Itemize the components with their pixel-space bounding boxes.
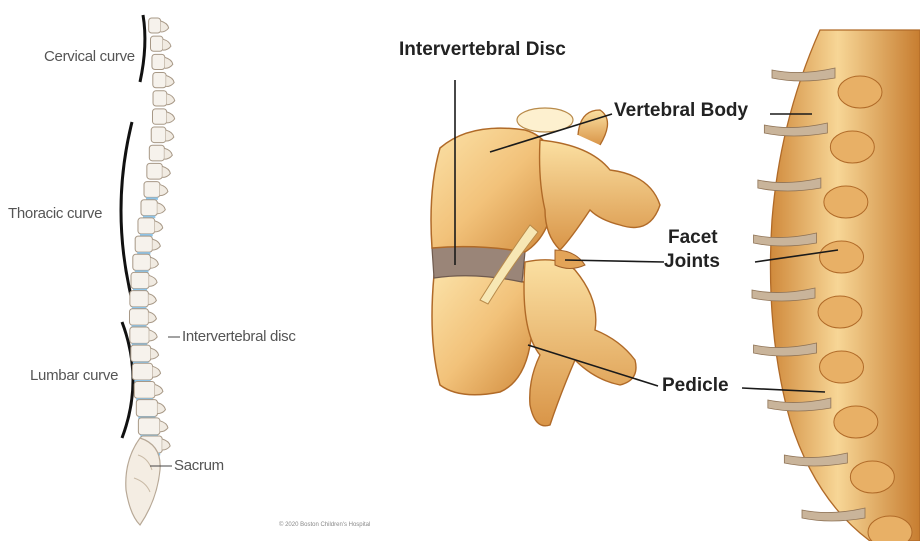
left-vertebra (130, 291, 149, 307)
label-sacrum: Sacrum (174, 457, 224, 474)
left-vertebra (130, 327, 149, 343)
left-vertebra (151, 127, 166, 143)
label-pedicle: Pedicle (662, 376, 729, 396)
column-process (824, 186, 868, 218)
left-spinous-process (162, 166, 170, 177)
label-cervical-curve: Cervical curve (44, 48, 135, 65)
left-spinous-process (151, 348, 159, 359)
left-spinous-process (157, 203, 165, 214)
left-spinous-process (155, 221, 163, 232)
column-process (850, 461, 894, 493)
left-spinous-process (157, 403, 165, 414)
left-spinous-process (166, 76, 174, 87)
left-spinous-process (148, 294, 156, 305)
left-vertebra (152, 109, 166, 124)
left-vertebra (135, 236, 152, 252)
left-vertebra (147, 163, 162, 179)
left-vertebra (133, 254, 151, 270)
label-joints: Joints (664, 252, 720, 272)
cervical-bracket (140, 15, 145, 82)
left-vertebra (153, 73, 166, 88)
left-spinous-process (152, 239, 160, 250)
left-vertebra (153, 91, 167, 106)
left-spinous-process (167, 94, 175, 105)
left-spinous-process (167, 112, 175, 123)
left-spinous-process (160, 185, 168, 196)
left-spinous-process (164, 148, 172, 159)
left-vertebra (151, 36, 163, 51)
left-spinous-process (149, 275, 157, 286)
left-spinous-process (148, 312, 156, 323)
left-vertebra (132, 363, 152, 380)
vertebra-closeup (431, 108, 660, 426)
column-process (820, 351, 864, 383)
label-vertebral-body: Vertebral Body (614, 101, 748, 121)
label-facet: Facet (668, 228, 718, 248)
lower-vertebral-body (432, 272, 534, 394)
lumbar-column (752, 30, 920, 541)
label-intervertebral-disc: Intervertebral Disc (399, 40, 566, 60)
column-process (838, 76, 882, 108)
left-spinous-process (166, 130, 174, 141)
left-spinous-process (153, 366, 161, 377)
left-spinous-process (161, 21, 169, 32)
column-disc (802, 508, 865, 521)
upper-process (540, 140, 660, 250)
left-spinous-process (165, 57, 173, 68)
thoracic-bracket (121, 122, 132, 300)
left-vertebra (152, 54, 165, 69)
left-vertebra (138, 218, 155, 234)
column-process (830, 131, 874, 163)
left-vertebra (134, 381, 155, 398)
label-lumbar-curve: Lumbar curve (30, 367, 118, 384)
left-spinous-process (162, 439, 170, 450)
facet-joint (555, 250, 585, 269)
left-spinous-process (155, 384, 163, 395)
left-spinous-process (150, 257, 158, 268)
sacrum-shape (126, 438, 160, 525)
left-vertebra (141, 200, 157, 216)
left-vertebra (129, 309, 148, 325)
left-vertebra (138, 418, 160, 435)
left-vertebra (149, 18, 161, 33)
column-process (834, 406, 878, 438)
column-process (820, 241, 864, 273)
left-vertebra (144, 182, 160, 198)
column-process (818, 296, 862, 328)
left-vertebra (131, 272, 149, 288)
lower-process (524, 260, 636, 426)
left-spinous-process (149, 330, 157, 341)
copyright-credit: © 2020 Boston Children's Hospital (279, 522, 370, 528)
label-intervertebral-disc-left: Intervertebral disc (182, 328, 296, 345)
left-vertebra (131, 345, 151, 362)
left-spinous-process (160, 421, 168, 432)
left-vertebra (136, 400, 157, 417)
left-spinous-process (163, 39, 171, 50)
left-spine-figure (121, 15, 180, 525)
label-thoracic-curve: Thoracic curve (8, 205, 102, 222)
left-vertebra (149, 145, 164, 161)
